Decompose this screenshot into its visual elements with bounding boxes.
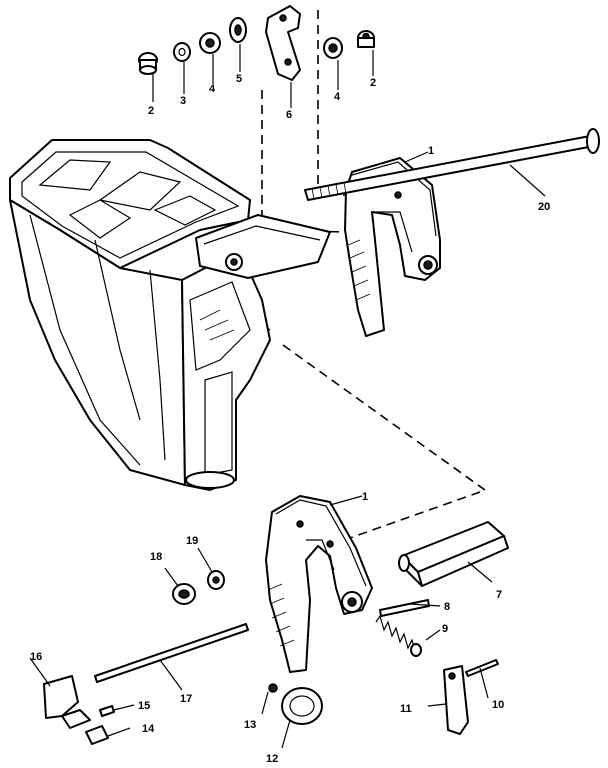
part-15 [99, 704, 135, 717]
callout-12: 12 [266, 753, 278, 765]
callout-13: 13 [244, 719, 256, 731]
callout-2-left: 2 [148, 105, 154, 117]
handle-16 [29, 657, 91, 729]
clamp-bracket-upper [344, 157, 441, 337]
callout-18: 18 [150, 551, 162, 563]
callout-15: 15 [138, 700, 150, 712]
callout-10: 10 [492, 699, 504, 711]
callout-4-right: 4 [334, 91, 341, 103]
callout-14: 14 [142, 723, 155, 735]
callout-1-upper: 1 [428, 145, 434, 157]
callout-19: 19 [186, 535, 198, 547]
washer-4-left [199, 32, 221, 54]
dash-line-lower [329, 491, 481, 546]
callout-2-right: 2 [370, 77, 376, 89]
dash-line-middle [282, 344, 486, 491]
callout-3: 3 [180, 95, 186, 107]
callout-7: 7 [496, 589, 502, 601]
callout-20: 20 [538, 201, 550, 213]
bolt-2-left [138, 52, 158, 75]
pin-8 [379, 599, 441, 617]
disc-12 [281, 687, 323, 749]
callout-17: 17 [180, 693, 192, 705]
callout-5: 5 [236, 73, 242, 85]
spacer-5 [229, 17, 247, 43]
leader-bracket-lower [329, 495, 363, 506]
rod-17 [94, 623, 249, 691]
leader-bracket-upper [404, 151, 429, 163]
callout-16: 16 [30, 651, 42, 663]
callout-9: 9 [442, 623, 448, 635]
pin-10 [465, 659, 499, 699]
washer-19 [197, 547, 225, 590]
lever-11 [427, 665, 469, 735]
callout-8: 8 [444, 601, 450, 613]
callout-4-left: 4 [209, 83, 216, 95]
callout-1-lower: 1 [362, 491, 368, 503]
washer-3 [173, 42, 191, 62]
callout-11: 11 [400, 703, 412, 715]
leader-lines-top [152, 44, 374, 108]
through-bolt-20 [304, 128, 600, 201]
callout-6: 6 [286, 109, 292, 121]
callout-labels: 2 3 4 5 6 4 2 1 20 1 7 8 9 10 11 12 13 1… [30, 73, 550, 765]
spring-9 [375, 614, 441, 657]
clamp-bracket-lower [265, 495, 373, 673]
midsection-housing [9, 139, 331, 491]
rubber-block-7 [398, 521, 509, 587]
washer-4-right [323, 37, 343, 59]
part-14 [85, 725, 131, 745]
knob-18 [164, 567, 196, 605]
bolt-2-right [357, 30, 375, 48]
nut-13 [261, 683, 278, 715]
plate-6 [265, 5, 301, 81]
